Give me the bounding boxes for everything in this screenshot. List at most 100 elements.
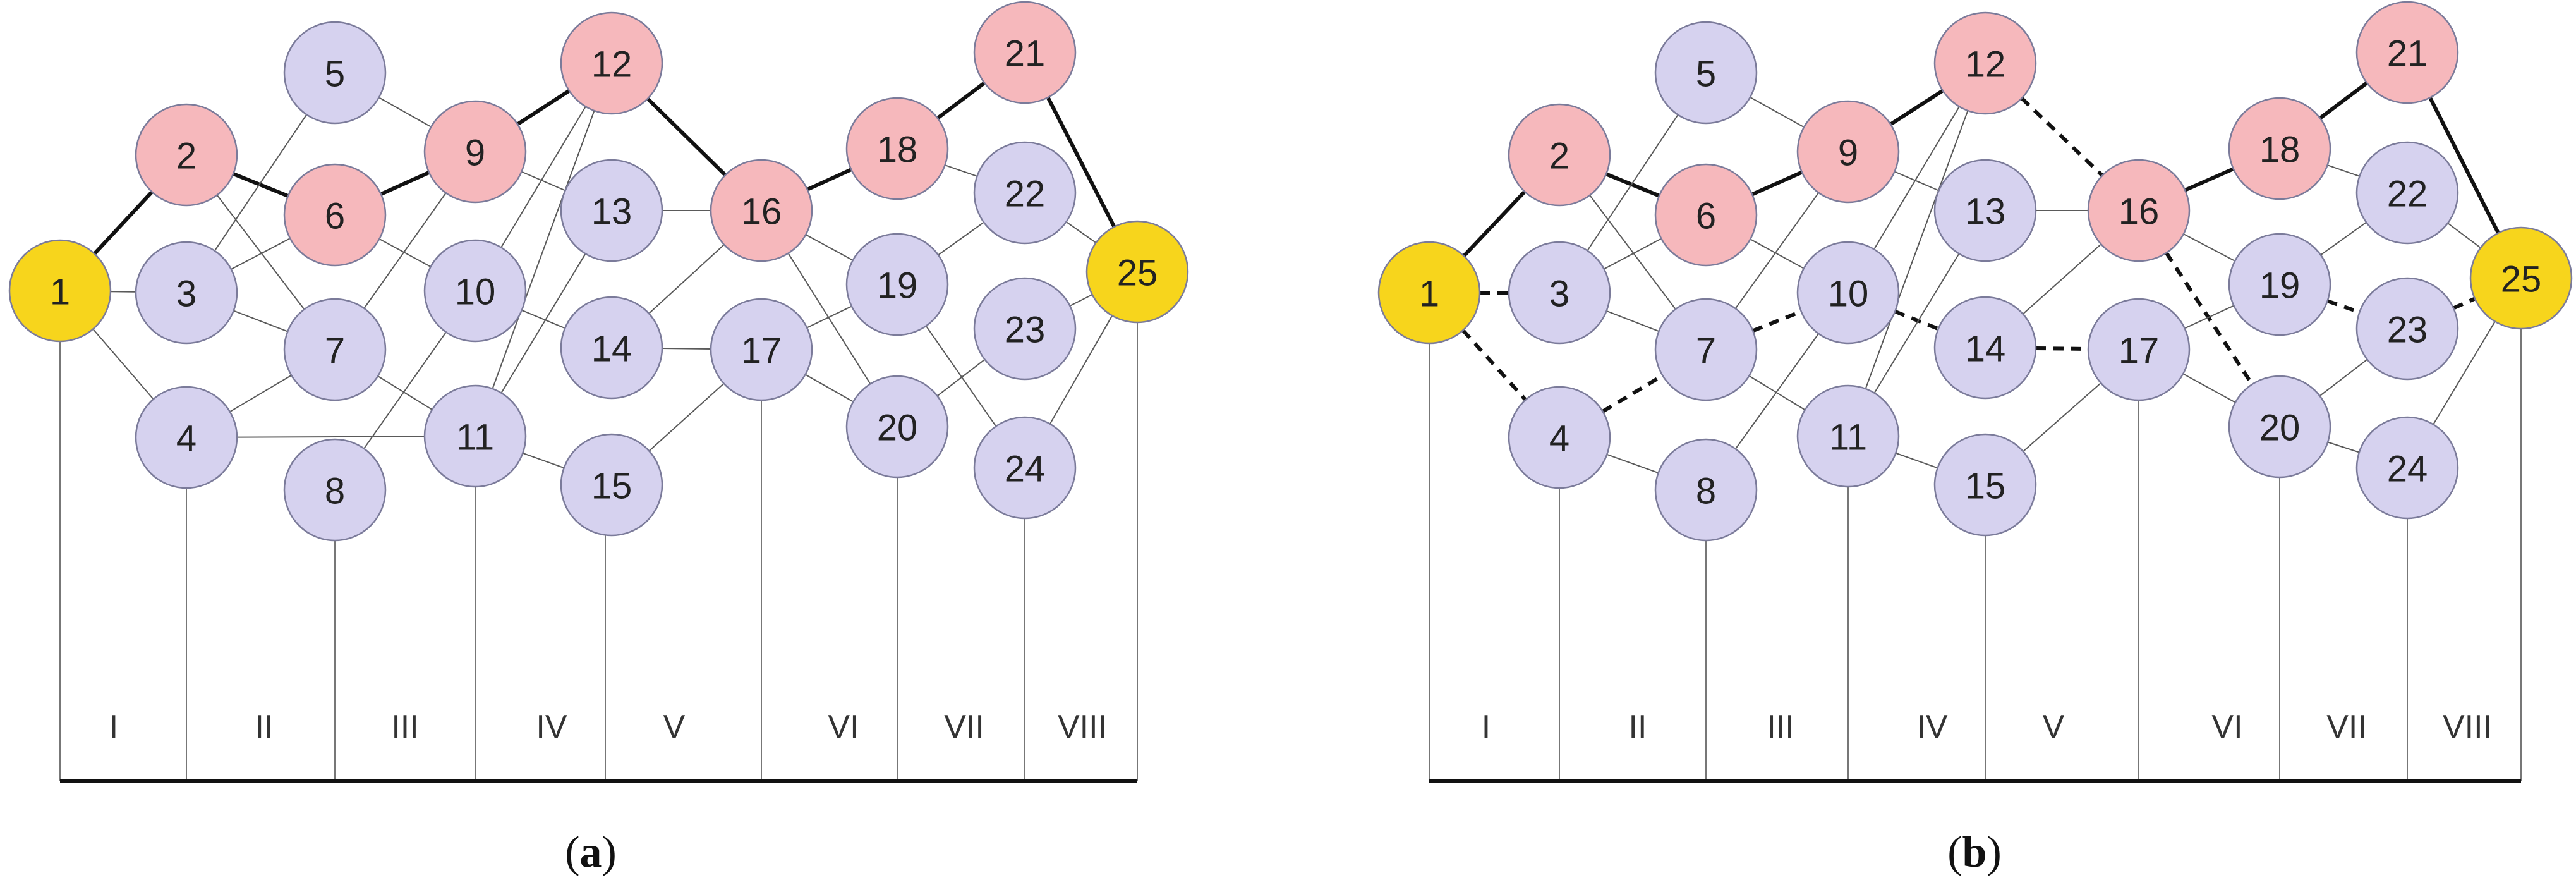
edge-3-5 [1587, 114, 1679, 251]
node-12: 12 [560, 11, 663, 115]
edge-3-6 [1604, 238, 1662, 270]
edge-1-2 [93, 190, 154, 255]
node-label: 14 [1965, 329, 2006, 370]
node-label: 19 [2259, 266, 2301, 307]
edge-15-17 [648, 382, 725, 452]
edge-16-18 [2184, 167, 2234, 192]
edge-16-20 [787, 253, 871, 384]
node-circle [560, 11, 663, 115]
node-label: 13 [591, 192, 632, 233]
edge-4-7 [1602, 374, 1664, 413]
node-label: 9 [465, 133, 485, 174]
stage-label: IV [1916, 709, 1947, 745]
edge-6-10 [378, 238, 432, 267]
node-label: 12 [1965, 44, 2006, 85]
stage-label: V [2043, 709, 2065, 745]
edge-1-4 [1461, 329, 1527, 401]
node-circle [845, 233, 949, 336]
node-circle [1085, 220, 1189, 324]
node-label: 22 [1005, 174, 1046, 215]
node-label: 11 [1829, 417, 1867, 458]
caption-open: ( [1947, 828, 1962, 877]
node-circle [973, 277, 1077, 381]
edge-6-9 [380, 171, 430, 196]
node-circle [423, 100, 527, 204]
node-19: 19 [845, 233, 949, 336]
nodes: 1234567891011121314151617181920212223242… [8, 1, 1189, 542]
node-circle [8, 239, 112, 343]
edge-3-7 [1606, 310, 1659, 332]
node-10: 10 [423, 239, 527, 343]
edge-10-14 [1894, 309, 1939, 331]
node-label: 13 [1965, 192, 2006, 233]
caption-open: ( [565, 828, 579, 877]
edges [1461, 81, 2500, 473]
node-label: 8 [1696, 471, 1716, 512]
caption-letter: b [1962, 828, 1987, 877]
edges [92, 81, 1116, 469]
node-label: 3 [176, 274, 197, 315]
node-circle [1508, 386, 1611, 489]
edge-19-24 [925, 326, 997, 427]
node-label: 6 [325, 196, 345, 237]
node-circle [560, 433, 663, 537]
edge-18-22 [945, 164, 977, 177]
node-12: 12 [1933, 11, 2037, 115]
node-4: 4 [135, 386, 238, 489]
edge-19-23 [2326, 299, 2361, 314]
node-circle [1796, 241, 1900, 345]
edge-4-7 [229, 374, 292, 413]
node-3: 3 [1508, 241, 1611, 345]
edge-7-11 [1748, 375, 1806, 411]
node-21: 21 [2355, 1, 2459, 104]
edge-7-11 [377, 375, 433, 410]
edge-17-20 [805, 374, 854, 403]
edge-2-6 [1605, 172, 1660, 198]
node-24: 24 [2355, 416, 2459, 520]
node-label: 5 [325, 54, 345, 95]
edge-9-12 [516, 88, 571, 126]
node-6: 6 [1654, 163, 1758, 267]
node-circle [1654, 21, 1758, 125]
edge-9-12 [1889, 88, 1944, 126]
stage-label: I [1482, 709, 1491, 745]
node-circle [1933, 433, 2037, 537]
node-circle [973, 416, 1077, 520]
node-label: 18 [877, 130, 918, 171]
edge-22-25 [1065, 221, 1097, 243]
stage-label: VIII [2443, 709, 2492, 745]
node-circle [1933, 11, 2037, 115]
node-label: 22 [2387, 174, 2428, 215]
node-circle [283, 438, 387, 542]
stage-label: IV [536, 709, 567, 745]
node-25: 25 [2469, 226, 2573, 330]
edge-11-13 [500, 253, 586, 394]
node-3: 3 [135, 241, 238, 345]
edge-16-18 [806, 168, 852, 192]
node-17: 17 [710, 298, 813, 401]
node-circle [2355, 1, 2459, 104]
edge-7-10 [1752, 309, 1802, 333]
node-9: 9 [423, 100, 527, 204]
node-18: 18 [845, 97, 949, 200]
node-13: 13 [1933, 159, 2037, 262]
edge-19-22 [938, 221, 984, 256]
node-label: 21 [2387, 34, 2428, 75]
edge-6-10 [1750, 238, 1805, 269]
node-label: 23 [2387, 310, 2428, 351]
stage-label: II [255, 709, 274, 745]
edge-7-9 [1734, 192, 1820, 309]
node-label: 24 [1005, 449, 1046, 490]
node-circle [2228, 375, 2331, 479]
node-circle [710, 159, 813, 262]
node-circle [2355, 141, 2459, 245]
node-circle [135, 386, 238, 489]
node-1: 1 [1377, 241, 1481, 345]
node-label: 10 [455, 272, 496, 313]
node-circle [283, 21, 387, 125]
node-23: 23 [973, 277, 1077, 381]
